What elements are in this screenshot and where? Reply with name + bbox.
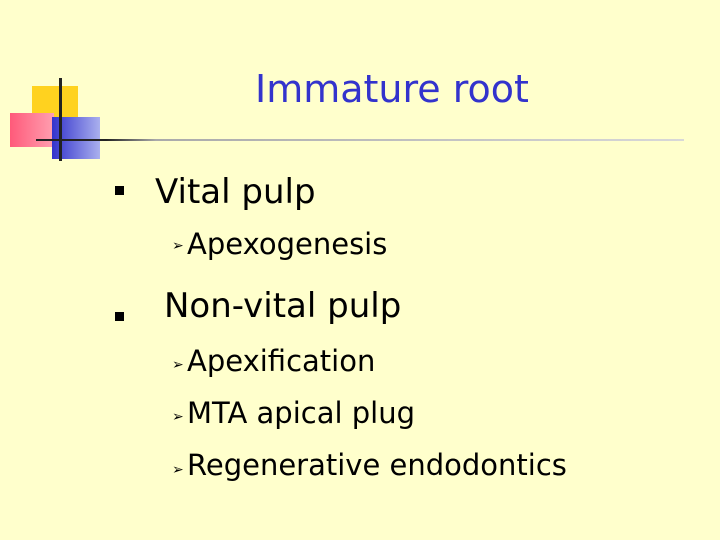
- slide-title: Immature root: [255, 67, 529, 111]
- subitem-regenerative-endodontics: Regenerative endodontics: [187, 448, 567, 482]
- arrow-bullet-icon: ➢: [172, 238, 184, 254]
- subitem-apexification: Apexification: [187, 344, 376, 378]
- subitem-mta-apical-plug: MTA apical plug: [187, 396, 416, 430]
- bullet-vital-pulp: Vital pulp: [155, 172, 316, 212]
- logo-vertical-line: [59, 78, 62, 161]
- arrow-bullet-icon: ➢: [172, 462, 184, 478]
- logo-pink-square: [10, 113, 54, 147]
- arrow-bullet-icon: ➢: [172, 357, 184, 373]
- square-bullet-icon: [115, 186, 124, 195]
- arrow-bullet-icon: ➢: [172, 409, 184, 425]
- square-bullet-icon: [115, 312, 124, 321]
- bullet-non-vital-pulp: Non-vital pulp: [164, 286, 402, 326]
- title-divider-line: [36, 139, 684, 141]
- subitem-apexogenesis: Apexogenesis: [187, 227, 388, 261]
